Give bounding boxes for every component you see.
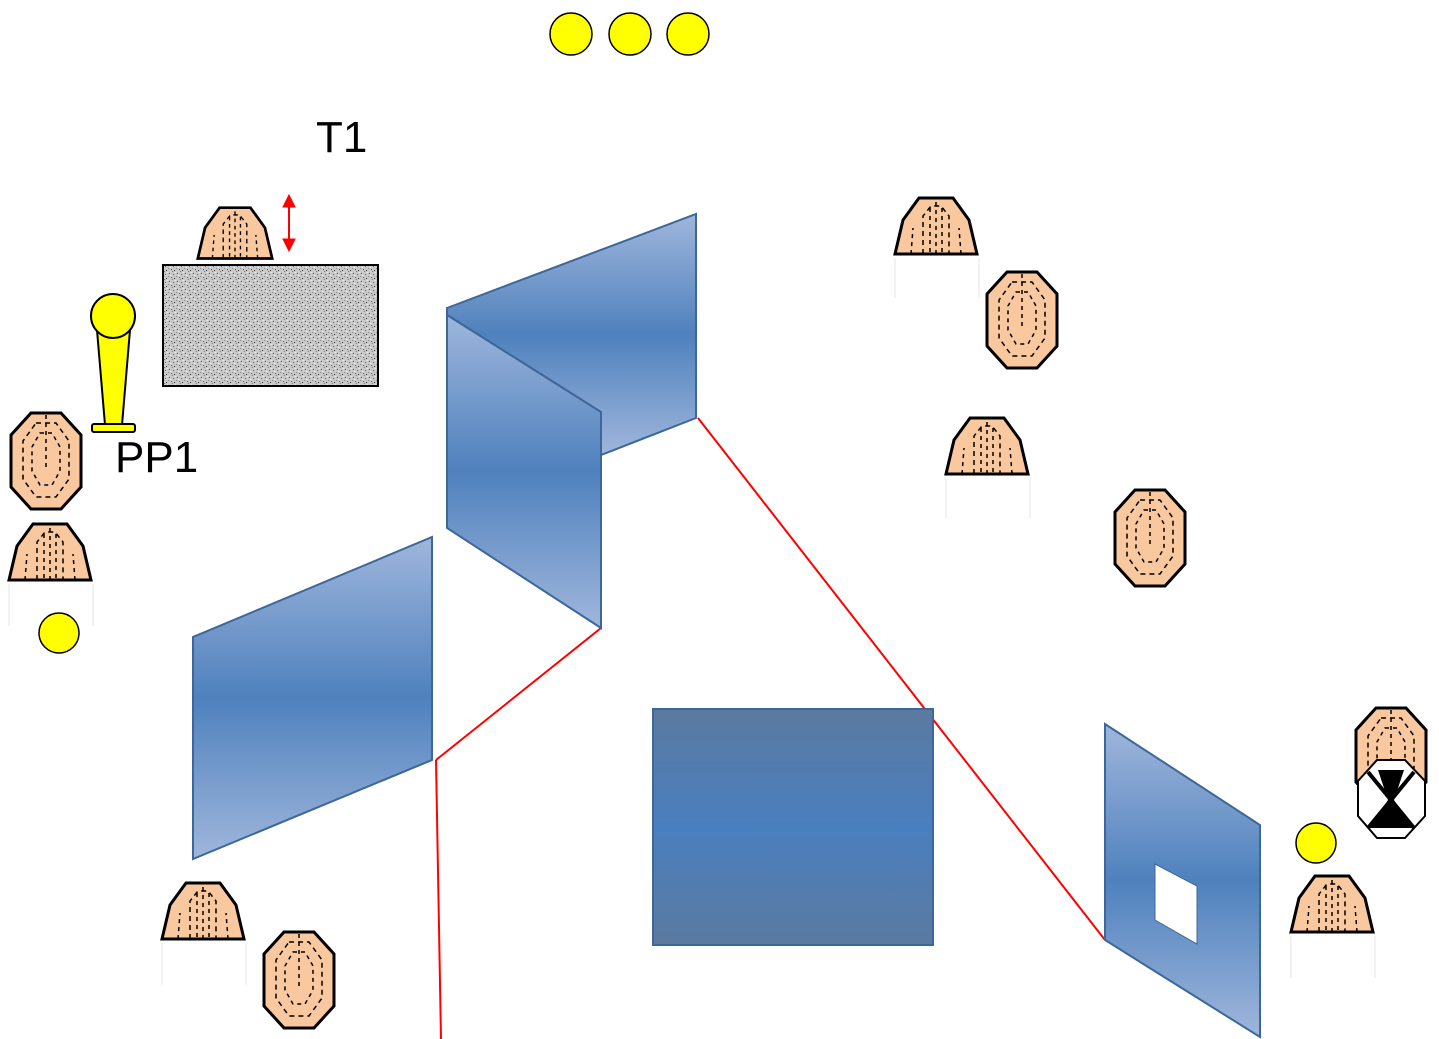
octagon-target-icon	[944, 416, 1030, 476]
fault-lines	[435, 417, 1106, 1039]
octagon-target-icon	[262, 930, 336, 1030]
fault-line	[435, 759, 442, 1039]
walls	[192, 212, 1261, 1039]
wall-box	[652, 708, 934, 946]
octagon-target-icon	[1113, 488, 1187, 588]
fault-line	[435, 627, 602, 761]
yellow-disc-marker-icon	[38, 612, 80, 654]
target-label: T1	[316, 113, 367, 162]
port-window	[1154, 863, 1198, 945]
disc-markers	[38, 12, 1337, 864]
octagon-target-icon	[160, 881, 246, 941]
popper-label: PP1	[115, 433, 198, 482]
target-stands	[8, 258, 1376, 985]
yellow-disc-marker-icon	[608, 12, 652, 56]
red-double-arrow-icon	[282, 193, 296, 253]
yellow-disc-marker-icon	[549, 12, 593, 56]
octagon-target-icon	[985, 270, 1059, 370]
stone-barrier-icon	[162, 264, 379, 387]
wall-center-front	[446, 313, 602, 630]
wall-left	[192, 535, 433, 861]
fault-line	[697, 417, 1106, 941]
moving-target-group	[162, 193, 379, 387]
yellow-disc-marker-icon	[666, 12, 710, 56]
yellow-disc-marker-icon	[1295, 822, 1337, 864]
octagon-target-icon	[1289, 874, 1375, 934]
steel-popper-icon	[90, 293, 136, 433]
octagon-target-icon	[196, 206, 274, 260]
octagon-target-icon	[7, 522, 93, 582]
octagon-target-icon	[9, 411, 83, 511]
no-shoot-target-icon	[1357, 759, 1426, 839]
octagon-target-icon	[893, 196, 979, 256]
